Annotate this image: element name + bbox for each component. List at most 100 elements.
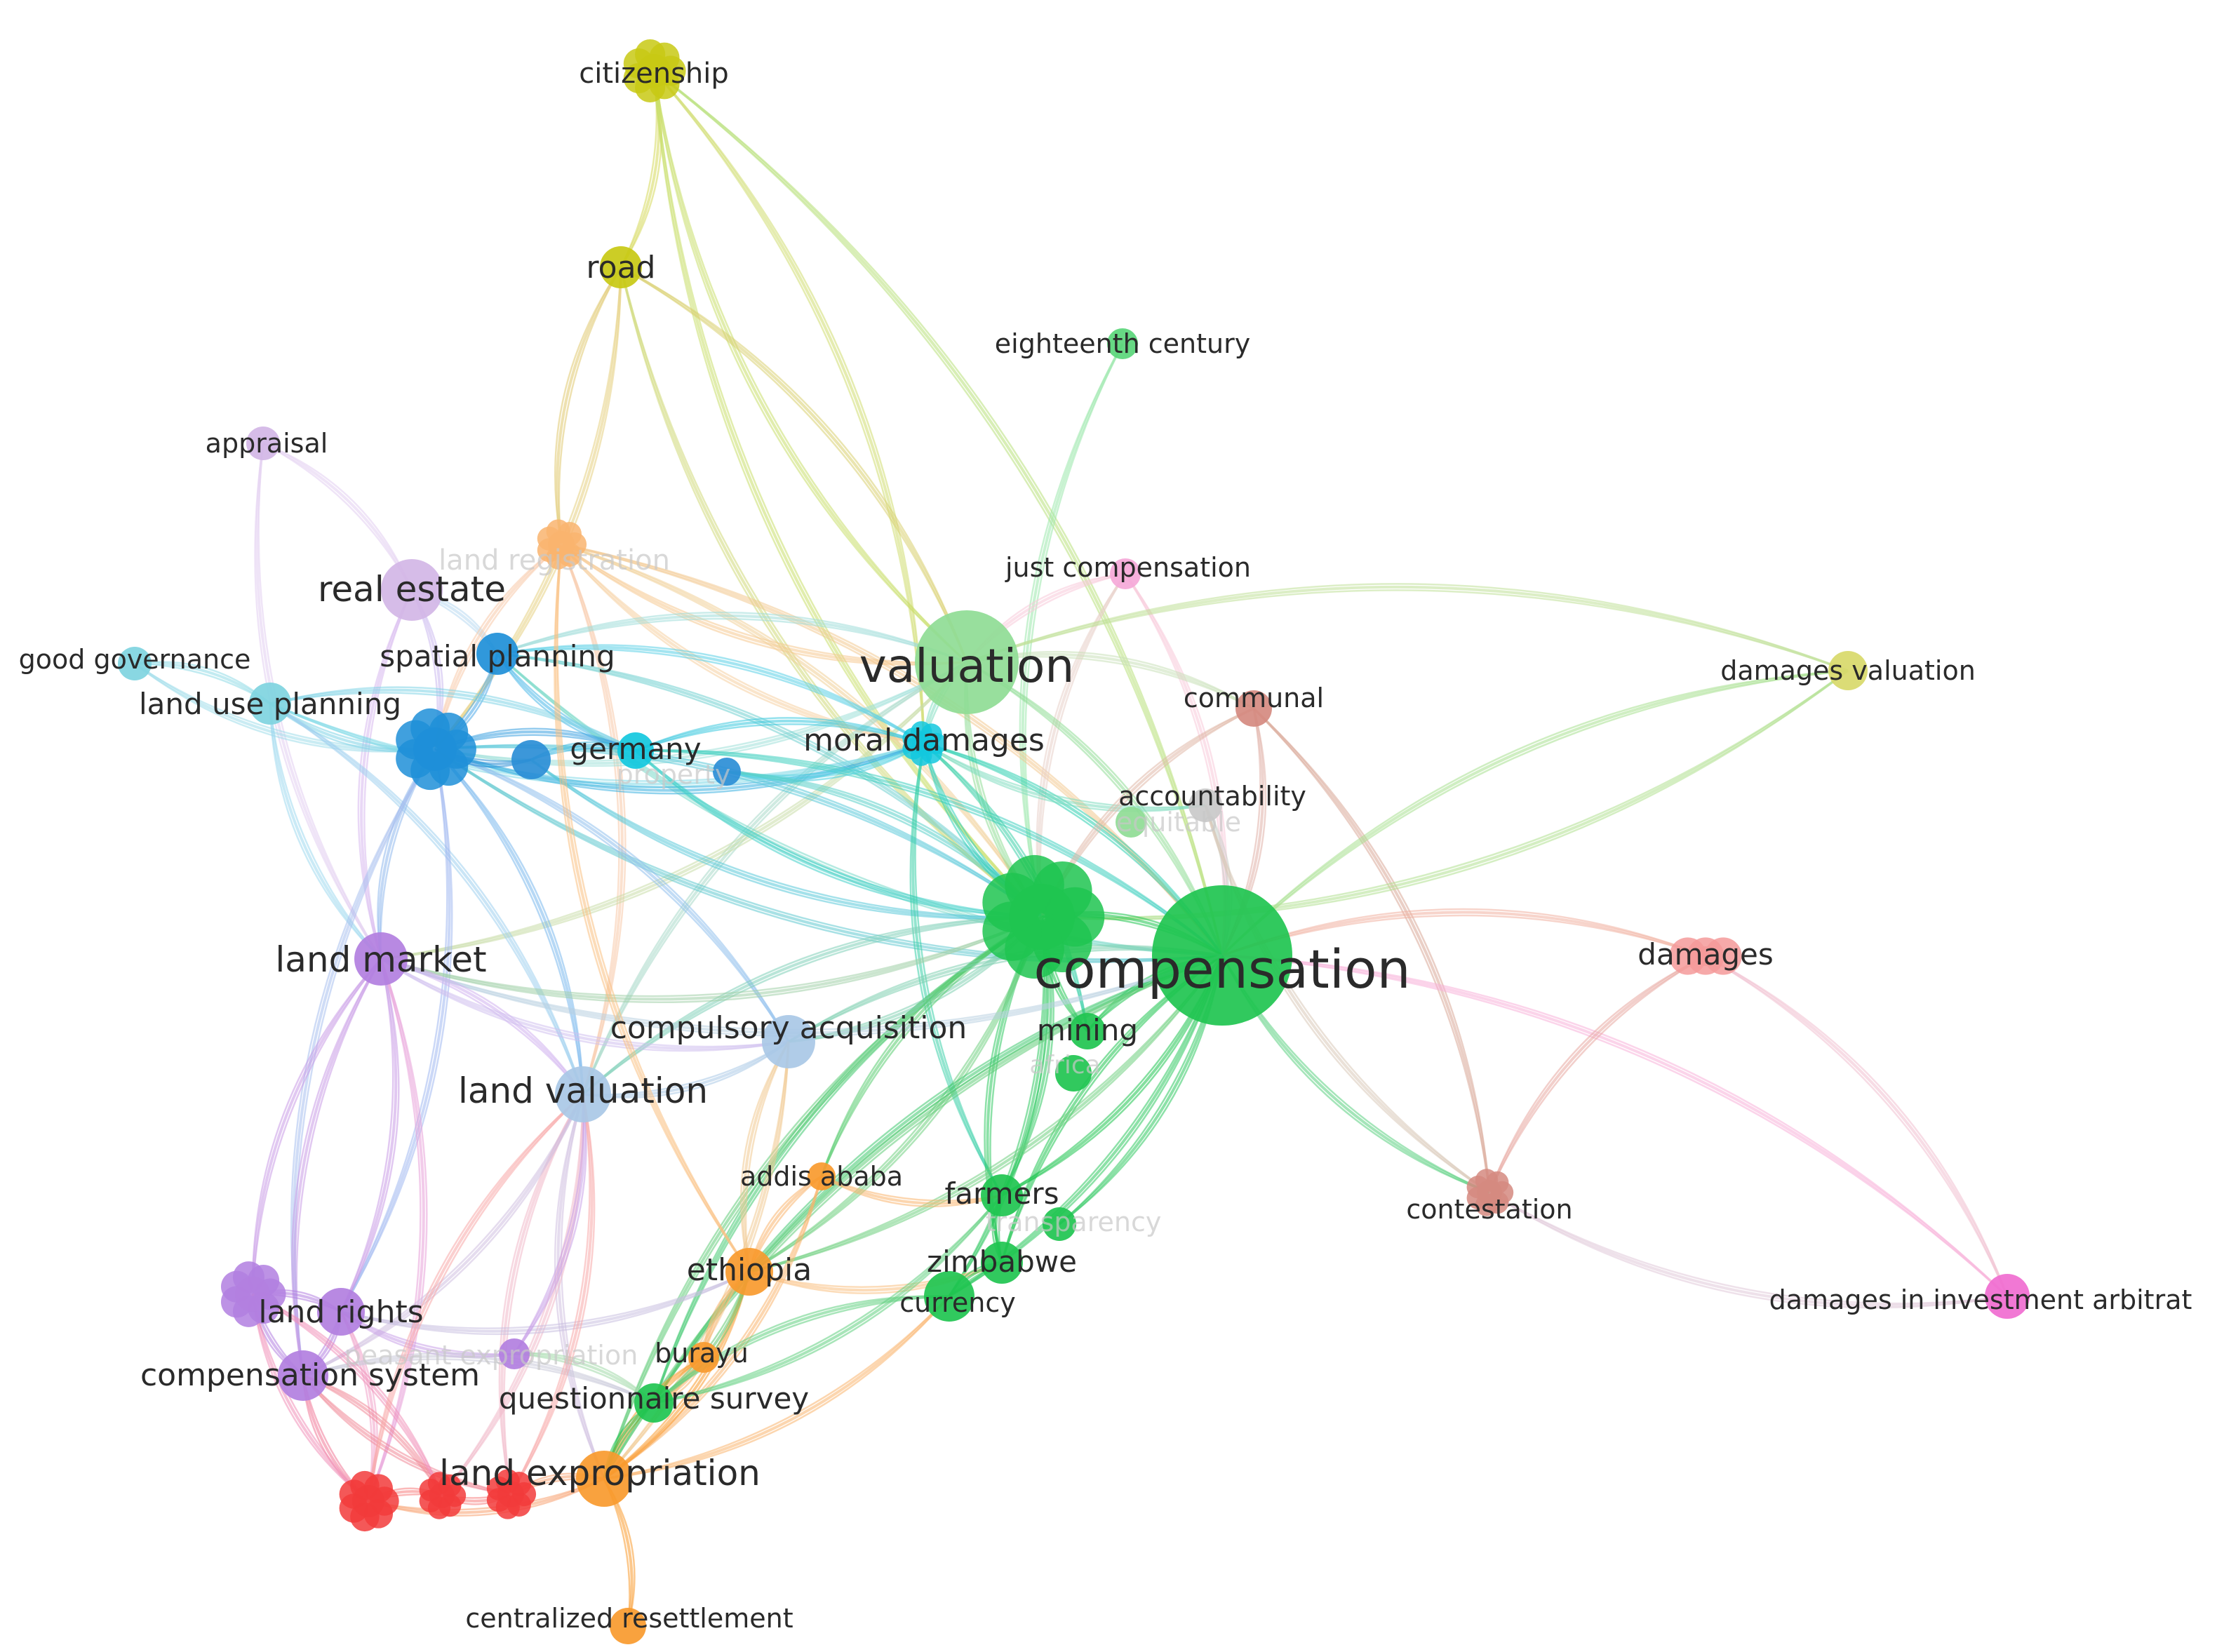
edge-green-hub-land-valuation <box>582 915 1043 1095</box>
node-red-cluster-1[interactable] <box>339 1470 399 1532</box>
node-land-registration[interactable] <box>537 519 587 570</box>
edge-land-market-red-cluster-1 <box>367 958 425 1502</box>
label-land-expropriation: land expropriation <box>439 1453 761 1493</box>
edge-citizenship-green-hub <box>652 70 1043 918</box>
node-peasant-expropriation[interactable] <box>499 1338 530 1369</box>
edge-damages-damages-in-investment-arbitration <box>1705 955 2009 1297</box>
node-spatial-planning[interactable] <box>476 633 518 675</box>
node-citizenship[interactable] <box>623 39 686 102</box>
edge-land-market-compensation-system <box>291 958 382 1376</box>
edge-land-rights-ethiopia <box>340 1270 750 1329</box>
node-communal[interactable] <box>1235 690 1272 727</box>
edge-compulsory-acquisition-ethiopia <box>740 1041 790 1272</box>
label-currency: currency <box>899 1287 1016 1318</box>
edge-land-market-compensation-system <box>293 958 382 1376</box>
node-green-hub[interactable] <box>982 854 1105 979</box>
edge-road-valuation <box>620 266 968 663</box>
node-land-valuation[interactable] <box>555 1066 611 1122</box>
label-damages-valuation: damages valuation <box>1720 655 1976 686</box>
edge-land-market-land-rights <box>340 958 400 1312</box>
edge-land-expropriation-currency <box>603 1296 950 1480</box>
node-eighteenth-century[interactable] <box>1107 328 1138 359</box>
label-land-rights: land rights <box>258 1294 423 1330</box>
node-just-compensation[interactable] <box>1110 558 1141 589</box>
edge-spatial-planning-moral-damages <box>497 645 925 745</box>
node-currency[interactable] <box>924 1271 974 1322</box>
edge-eighteenth-century-green-hub <box>1019 343 1124 918</box>
node-compensation-system[interactable] <box>278 1350 328 1401</box>
edge-land-registration-moral-damages <box>561 544 925 745</box>
node-valuation[interactable] <box>915 610 1019 714</box>
edge-land-registration-green-hub <box>561 543 1043 918</box>
edge-blue-cluster-land-rights <box>340 748 453 1312</box>
node-road[interactable] <box>600 246 642 288</box>
label-compulsory-acquisition: compulsory acquisition <box>610 1010 967 1046</box>
node-damages-in-investment-arbitration[interactable] <box>1985 1274 2030 1319</box>
edge-citizenship-valuation <box>652 70 967 663</box>
edge-damages-contestation <box>1488 955 1706 1193</box>
node-good-governance[interactable] <box>118 647 152 680</box>
node-land-expropriation[interactable] <box>576 1451 632 1507</box>
edge-land-valuation-land-expropriation <box>560 1094 605 1479</box>
node-land-market[interactable] <box>354 932 408 986</box>
node-red-cluster-2[interactable] <box>419 1472 467 1519</box>
edge-green-hub-land-market <box>380 915 1043 1004</box>
node-equitable[interactable] <box>1116 807 1146 838</box>
node-germany[interactable] <box>617 732 654 769</box>
node-contestation[interactable] <box>1466 1169 1514 1216</box>
label-road: road <box>587 250 656 286</box>
node-damages-valuation[interactable] <box>1828 651 1868 690</box>
label-land-market: land market <box>275 939 486 980</box>
edge-land-market-land-rights <box>340 958 398 1312</box>
node-land-use-planning[interactable] <box>249 683 291 725</box>
edge-land-use-planning-land-valuation <box>269 702 584 1095</box>
node-africa[interactable] <box>1055 1055 1092 1092</box>
node-ethiopia[interactable] <box>725 1248 773 1296</box>
edge-green-hub-land-market <box>380 915 1043 998</box>
edge-red-cluster-3-land-valuation <box>509 1094 596 1495</box>
edge-germany-green-hub <box>634 749 1043 918</box>
node-property[interactable] <box>713 758 741 786</box>
node-moral-damages[interactable] <box>902 721 947 766</box>
edge-citizenship-valuation <box>652 70 967 663</box>
node-compulsory-acquisition[interactable] <box>762 1015 815 1068</box>
node-real-estate[interactable] <box>381 559 443 621</box>
edge-blue-cluster-compulsory-acquisition <box>434 748 790 1042</box>
edge-contestation-damages-in-investment-arbitration <box>1488 1191 2008 1307</box>
node-zimbabwe[interactable] <box>981 1242 1023 1284</box>
node-red-cluster-3[interactable] <box>486 1469 537 1519</box>
node-farmers[interactable] <box>981 1174 1023 1216</box>
node-compensation[interactable] <box>1152 885 1292 1026</box>
node-mining[interactable] <box>1069 1013 1106 1049</box>
node-purple-cluster[interactable] <box>220 1261 286 1327</box>
node-appraisal[interactable] <box>246 427 280 460</box>
edge-germany-green-hub <box>635 750 1043 918</box>
node-damages[interactable] <box>1669 937 1742 975</box>
node-addis-ababa[interactable] <box>808 1162 836 1190</box>
edge-addis-ababa-farmers <box>821 1175 1003 1205</box>
node-questionnaire-survey[interactable] <box>634 1383 674 1423</box>
edge-land-registration-green-hub <box>561 543 1043 918</box>
edge-ethiopia-land-registration <box>554 544 751 1272</box>
edge-red-cluster-3-land-valuation <box>509 1094 591 1495</box>
edge-compensation-system-red-cluster-3 <box>302 1375 511 1496</box>
edge-accountability-contestation <box>1204 805 1490 1194</box>
edge-questionnaire-survey-currency <box>653 1295 950 1404</box>
label-burayu: burayu <box>655 1338 749 1369</box>
node-burayu[interactable] <box>688 1342 719 1373</box>
label-contestation: contestation <box>1406 1194 1572 1225</box>
node-centralized-resettlement[interactable] <box>610 1608 646 1644</box>
edge-questionnaire-survey-farmers <box>653 1195 1003 1404</box>
edge-germany-moral-damages <box>635 723 925 752</box>
node-blue-node-2[interactable] <box>511 740 551 779</box>
edge-questionnaire-survey-currency <box>653 1295 950 1404</box>
node-layer <box>118 39 2030 1644</box>
node-land-rights[interactable] <box>317 1288 365 1336</box>
edge-land-use-planning-germany <box>269 692 636 752</box>
node-accountability[interactable] <box>1188 788 1222 822</box>
node-blue-cluster[interactable] <box>396 708 476 791</box>
node-transparency[interactable] <box>1043 1207 1076 1241</box>
label-eighteenth-century: eighteenth century <box>995 328 1250 359</box>
edge-purple-cluster-red-cluster-2 <box>252 1293 443 1496</box>
label-mining: mining <box>1037 1013 1138 1047</box>
